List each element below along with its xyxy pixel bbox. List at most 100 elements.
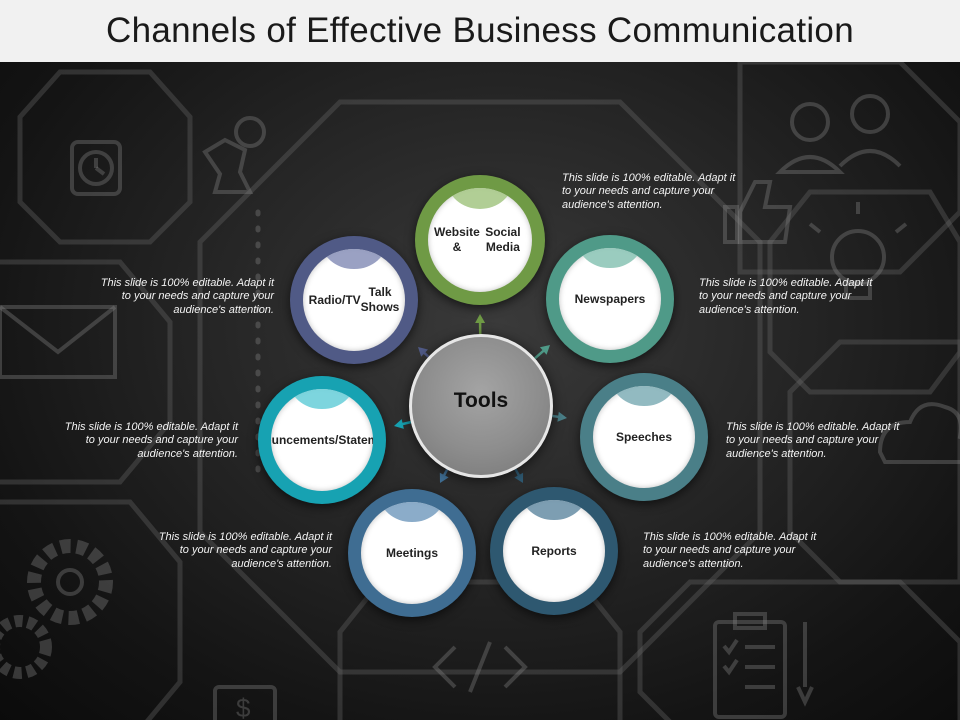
dollar-icon: $	[213, 685, 277, 720]
lightbulb-icon	[808, 202, 908, 300]
node-inner-circle: Announcements/Statements	[271, 389, 373, 491]
node-label: Reports	[503, 500, 605, 602]
arrow-head	[514, 472, 524, 483]
arrow-head	[439, 472, 449, 483]
title-bar: Channels of Effective Business Communica…	[0, 0, 960, 62]
pencil-icon	[796, 622, 814, 707]
page-title: Channels of Effective Business Communica…	[106, 11, 854, 50]
node-label-line: Website &	[434, 225, 480, 254]
node-label-line: Meetings	[385, 545, 438, 560]
description-line: This slide is 100% editable. Adapt it	[64, 421, 238, 433]
description-line: to your needs and capture your	[179, 544, 332, 557]
node-inner-circle: Speeches	[593, 386, 695, 488]
description-line: audience's attention.	[137, 447, 238, 460]
node-meetings: Meetings	[348, 489, 476, 617]
arrow-head	[557, 411, 567, 422]
node-label: Website &Social Media	[428, 188, 532, 292]
description-line: to your needs and capture your	[643, 544, 796, 557]
bg-frame-left-top	[17, 69, 193, 245]
description-line: to your needs and capture your	[699, 290, 852, 303]
node-speeches: Speeches	[580, 373, 708, 501]
node-accent-arc	[289, 389, 355, 410]
description-line: audience's attention.	[726, 447, 827, 460]
bg-frame-left	[0, 259, 173, 485]
node-inner-circle: Meetings	[361, 502, 463, 604]
node-accent-arc	[611, 386, 677, 407]
arrow-newspapers	[534, 345, 550, 360]
description-line: This slide is 100% editable. Adapt it	[699, 277, 873, 289]
arrow-head	[539, 345, 550, 355]
bg-frame-right	[767, 189, 960, 395]
code-icon	[432, 641, 528, 693]
arrow-radio	[418, 347, 430, 358]
description-line: audience's attention.	[699, 303, 800, 316]
description-line: This slide is 100% editable. Adapt it	[643, 531, 817, 543]
description-line: to your needs and capture your	[726, 434, 879, 447]
arrow-website	[475, 314, 486, 335]
arrow-meetings	[439, 468, 449, 483]
chess-knight-icon	[202, 116, 266, 194]
node-accent-arc	[321, 249, 387, 270]
description-line: to your needs and capture your	[85, 434, 238, 447]
envelope-icon	[0, 305, 117, 379]
node-reports: Reports	[490, 487, 618, 615]
node-label-line: Statements	[338, 432, 373, 447]
node-label-line: Reports	[531, 543, 577, 558]
node-label: Speeches	[593, 386, 695, 488]
people-icon	[775, 94, 902, 174]
node-label-line: Newspapers	[574, 291, 646, 306]
node-accent-arc	[379, 502, 445, 523]
node-website: Website &Social Media	[415, 175, 545, 305]
description-line: to your needs and capture your	[562, 185, 715, 198]
node-newspapers: Newspapers	[546, 235, 674, 363]
description-line: audience's attention.	[562, 198, 663, 211]
svg-text:$: $	[236, 693, 251, 720]
node-label-line: Radio/TV	[308, 292, 361, 307]
description-line: audience's attention.	[643, 557, 744, 570]
clipboard-icon	[713, 612, 787, 719]
bg-frame-center	[197, 99, 763, 675]
node-label: Announcements/Statements	[271, 389, 373, 491]
node-label-line: Announcements/	[271, 432, 339, 447]
description-line: This slide is 100% editable. Adapt it	[726, 421, 900, 433]
node-inner-circle: Reports	[503, 500, 605, 602]
node-label-line: Speeches	[615, 429, 673, 444]
arrow-reports	[514, 468, 524, 483]
arrow-speeches	[552, 411, 567, 422]
cloud-icon	[877, 402, 960, 464]
description-line: This slide is 100% editable. Adapt it	[562, 172, 736, 184]
node-label-line: Talk Shows	[360, 285, 400, 314]
description-line: This slide is 100% editable. Adapt it	[100, 277, 274, 289]
bg-frame-left-bottom	[0, 499, 183, 720]
arrow-head	[475, 314, 486, 324]
node-accent-arc	[521, 500, 587, 521]
node-label: Newspapers	[559, 248, 661, 350]
clock-icon	[70, 140, 122, 196]
node-label-line: Social Media	[485, 225, 521, 254]
description-line: This slide is 100% editable. Adapt it	[158, 531, 332, 543]
arrow-announcements	[394, 419, 412, 429]
thumbs-up-icon	[723, 180, 793, 244]
node-accent-arc	[446, 188, 514, 209]
arrow-head	[418, 347, 428, 357]
node-accent-arc	[577, 248, 643, 269]
description-line: to your needs and capture your	[121, 290, 274, 303]
description-line: audience's attention.	[231, 557, 332, 570]
node-inner-circle: Website &Social Media	[428, 188, 532, 292]
node-announcements: Announcements/Statements	[258, 376, 386, 504]
hub-label: Tools	[453, 389, 509, 412]
node-label: Meetings	[361, 502, 463, 604]
arrow-head	[394, 419, 404, 429]
hub-circle: Tools	[409, 334, 553, 478]
